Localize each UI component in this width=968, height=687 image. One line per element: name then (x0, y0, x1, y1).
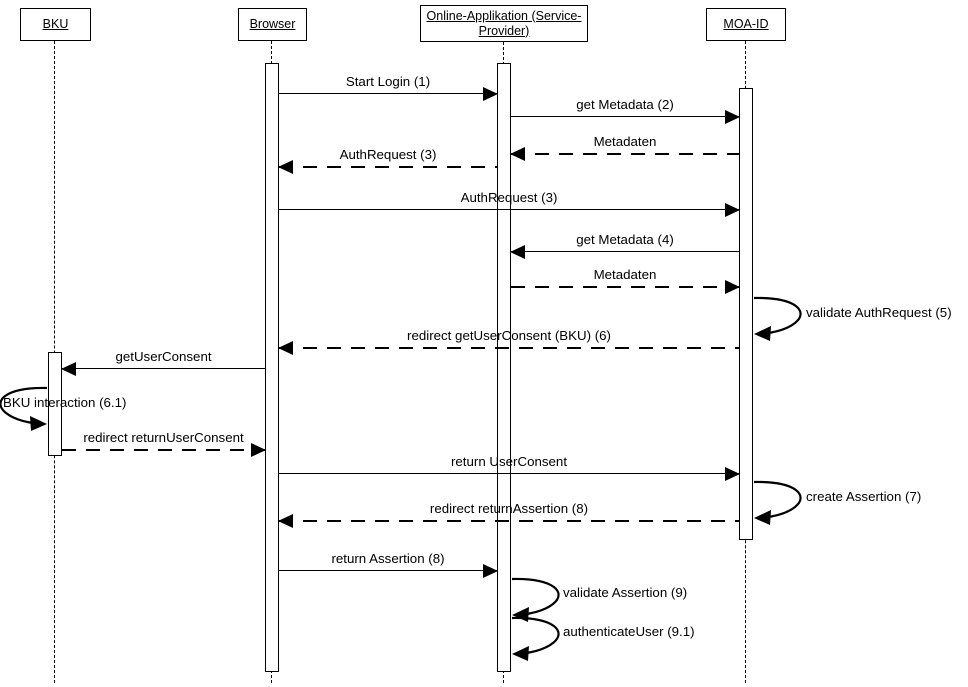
message-line (511, 286, 739, 288)
arrowhead-left-icon (278, 513, 293, 528)
message-label: get Metadata (4) (576, 232, 674, 247)
message-line (279, 520, 739, 522)
arrowhead-left-icon (61, 361, 76, 376)
message-label: getUserConsent (115, 349, 212, 364)
lifeline-label: BKU (42, 17, 69, 31)
activation-bar-bku[interactable] (48, 352, 62, 456)
self-message-label: validate AuthRequest (5) (806, 305, 952, 320)
message-label: Start Login (1) (345, 74, 431, 89)
self-message-label: validate Assertion (9) (563, 585, 688, 600)
arrowhead-right-icon (483, 563, 498, 578)
arrowhead-right-icon (725, 466, 740, 481)
message-label: redirect returnUserConsent (83, 430, 244, 445)
message-line (279, 166, 497, 168)
lifeline-head-oa[interactable]: Online-Applikation (Service-Provider) (420, 5, 588, 42)
message-line (279, 570, 497, 571)
arrowhead-right-icon (725, 109, 740, 124)
self-message-label: authenticateUser (9.1) (563, 624, 695, 639)
message-line (62, 449, 265, 451)
self-message-label: BKU interaction (6.1) (3, 395, 127, 410)
lifeline-head-bku[interactable]: BKU (20, 8, 91, 41)
message-line (279, 347, 739, 349)
arrowhead-right-icon (483, 86, 498, 101)
self-message-s2[interactable] (0, 385, 48, 431)
message-line (279, 93, 497, 94)
activation-bar-moaid[interactable] (739, 88, 753, 540)
message-line (279, 473, 739, 474)
activation-bar-browser[interactable] (265, 63, 279, 672)
message-label: redirect getUserConsent (BKU) (6) (407, 328, 611, 343)
message-label: return UserConsent (450, 454, 568, 469)
self-message-s1[interactable] (753, 295, 811, 341)
message-label: return Assertion (8) (331, 551, 445, 566)
message-label: redirect returnAssertion (8) (429, 501, 589, 516)
lifeline-label: Online-Applikation (Service-Provider) (426, 8, 582, 38)
message-line (511, 251, 739, 252)
lifeline-head-browser[interactable]: Browser (238, 8, 307, 41)
arrowhead-right-icon (725, 202, 740, 217)
self-message-label: create Assertion (7) (806, 489, 922, 504)
lifeline-label: Browser (249, 17, 296, 31)
arrowhead-left-icon (510, 244, 525, 259)
message-line (279, 209, 739, 210)
activation-bar-oa[interactable] (497, 63, 511, 672)
arrowhead-left-icon (510, 146, 525, 161)
arrowhead-right-icon (251, 442, 266, 457)
message-label: Metadaten (593, 267, 657, 282)
message-line (511, 116, 739, 117)
arrowhead-left-icon (278, 159, 293, 174)
arrowhead-left-icon (278, 340, 293, 355)
lifeline-head-moaid[interactable]: MOA-ID (706, 8, 786, 41)
self-message-s3[interactable] (753, 479, 811, 525)
message-label: AuthRequest (3) (460, 190, 558, 205)
self-message-s5[interactable] (511, 615, 569, 661)
message-label: Metadaten (593, 134, 657, 149)
message-line (62, 368, 265, 369)
message-label: AuthRequest (3) (339, 147, 437, 162)
message-line (511, 153, 739, 155)
message-label: get Metadata (2) (576, 97, 674, 112)
arrowhead-right-icon (725, 279, 740, 294)
lifeline-label: MOA-ID (723, 17, 769, 31)
